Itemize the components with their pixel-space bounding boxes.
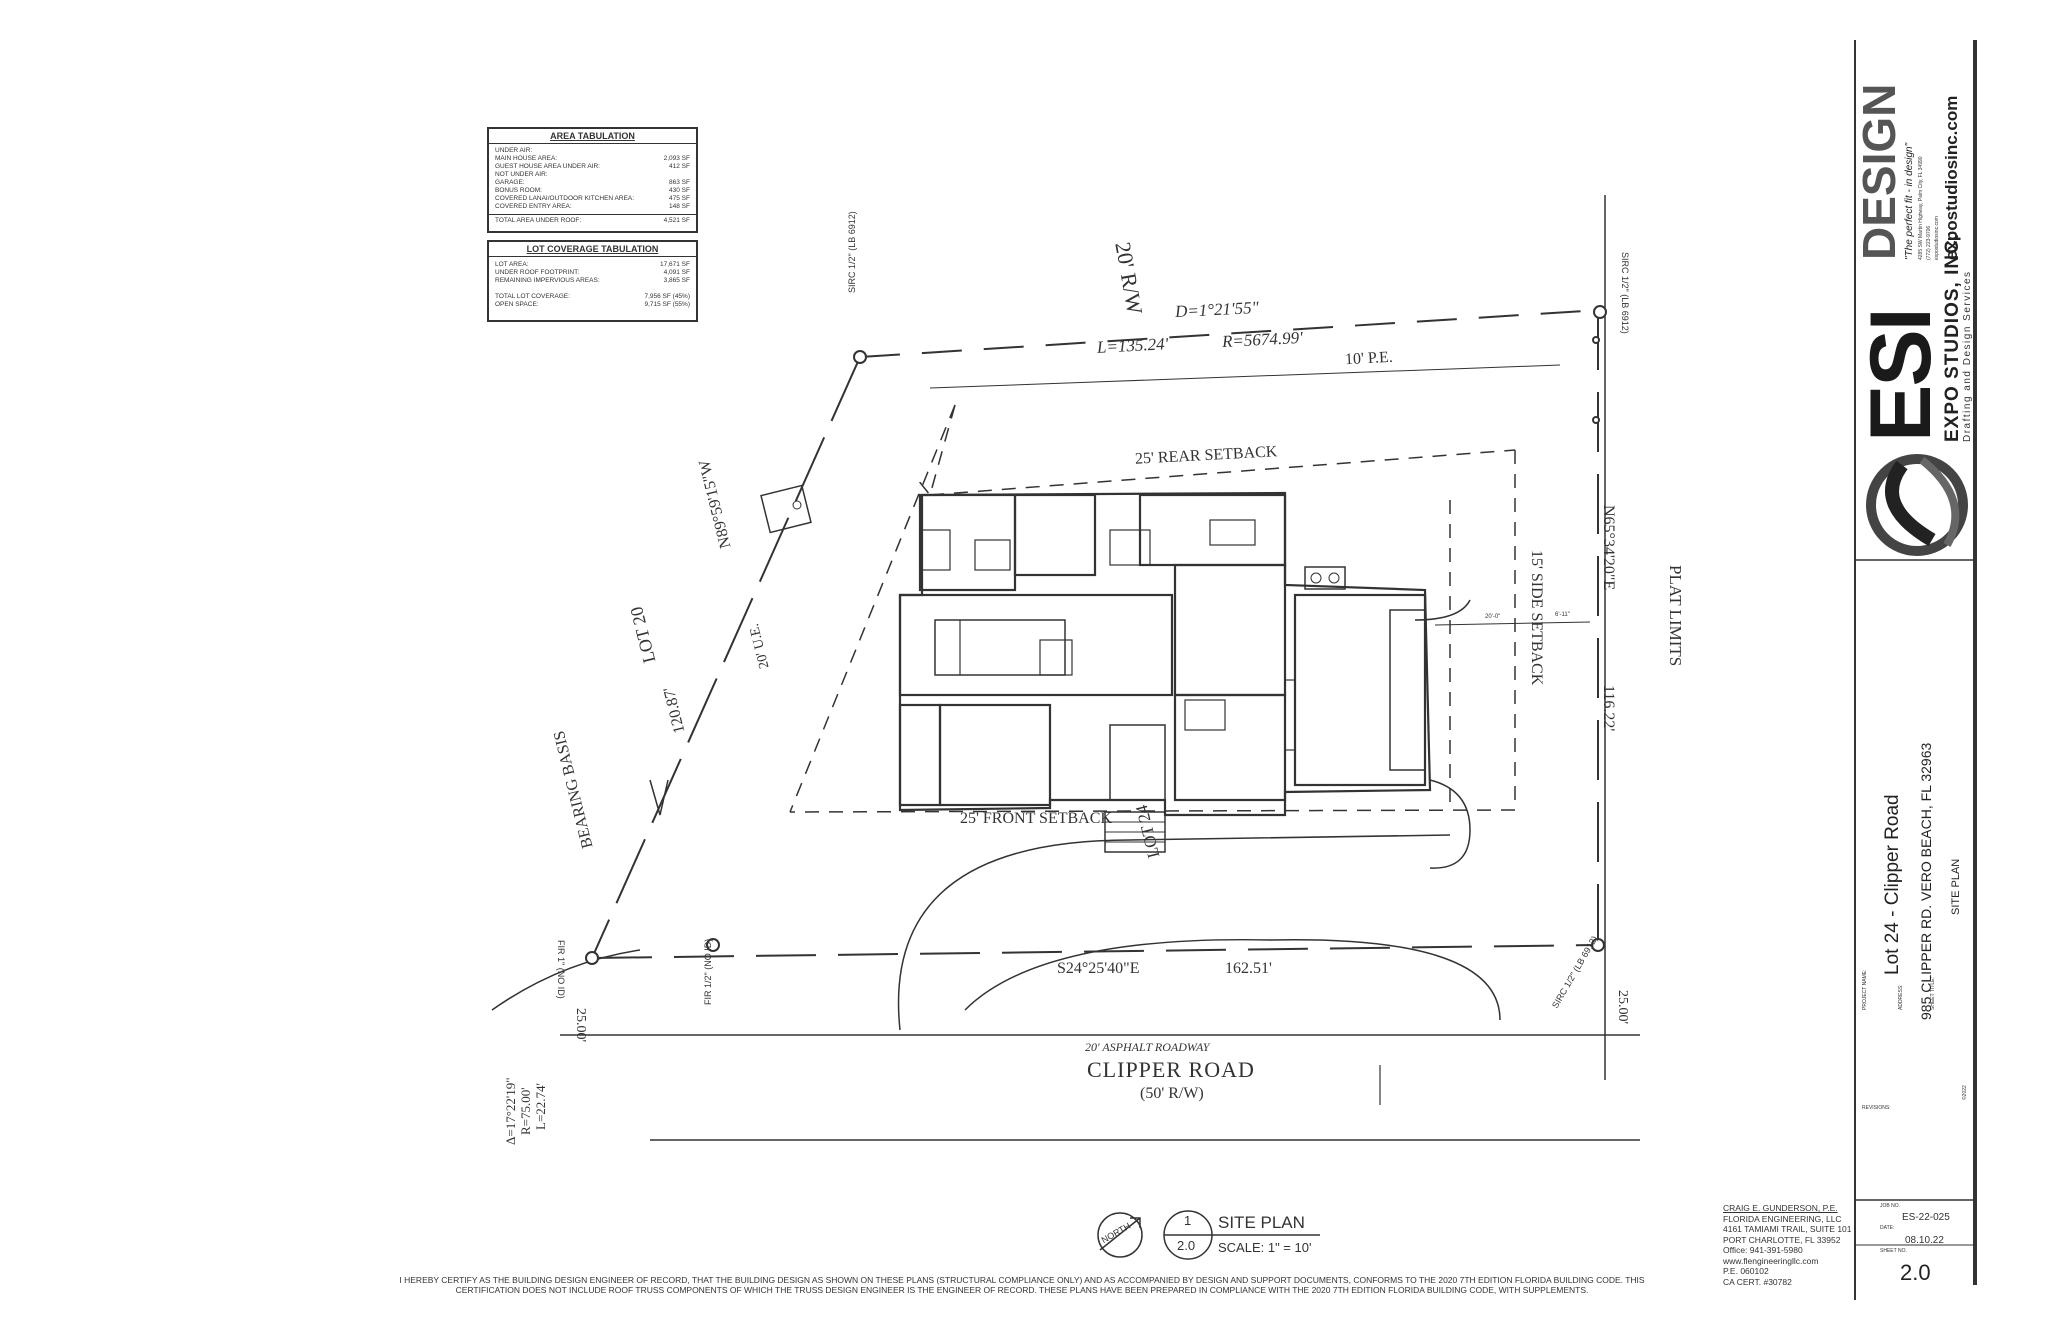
engineer-firm: FLORIDA ENGINEERING, LLC — [1723, 1213, 1842, 1224]
table-row-label: LOT AREA: — [495, 261, 529, 268]
pe-label: 10' P.E. — [1344, 348, 1394, 369]
job-label: JOB NO. — [1880, 1203, 1901, 1209]
drawing-number-bubble — [1163, 1210, 1320, 1260]
table-row-label: COVERED LANAI/OUTDOOR KITCHEN AREA: — [495, 195, 635, 202]
distance-right-label: 116.22' — [1600, 685, 1617, 732]
road-name-label: CLIPPER ROAD — [1087, 1057, 1255, 1082]
fir-mid-label: FIR 1/2" (NO ID) — [703, 938, 713, 1005]
table-row-label: BONUS ROOM: — [495, 187, 542, 194]
drawing-sheet-ref: 2.0 — [1177, 1238, 1196, 1253]
table-row-label: OPEN SPACE: — [495, 301, 539, 308]
drawing-scale: SCALE: 1" = 10' — [1218, 1240, 1312, 1255]
company-subtitle: Drafting and Design Services — [1962, 270, 1973, 442]
date-value: 08.10.22 — [1905, 1235, 1944, 1246]
table-row-label: UNDER ROOF FOOTPRINT: — [495, 269, 580, 276]
north-arrow-icon — [1097, 1212, 1143, 1258]
company-website: expostudiosinc.com — [1942, 95, 1961, 260]
drawing-title: SITE PLAN — [1218, 1213, 1305, 1232]
engineer-office: Office: 941-391-5980 — [1723, 1245, 1803, 1255]
engineer-address-1: 4161 TAMIAMI TRAIL, SUITE 101 — [1723, 1224, 1852, 1234]
table-row-value: 9,715 SF (55%) — [644, 301, 690, 308]
drawing-number: 1 — [1184, 1213, 1192, 1228]
garage-dimension-left: 20'-0" — [1485, 614, 1501, 620]
project-name-field-label: PROJECT NAME: — [1862, 969, 1868, 1010]
logo-esi: ESI — [1853, 309, 1949, 442]
area-tabulation-title: AREA TABULATION — [489, 129, 696, 144]
table-row-value: 17,671 SF — [660, 261, 690, 268]
title-block-frame — [1854, 40, 1977, 1300]
project-name: Lot 24 - Clipper Road — [1882, 794, 1903, 975]
engineer-pe: P.E. 060102 — [1723, 1266, 1769, 1276]
lot-coverage-table: LOT COVERAGE TABULATION LOT AREA: 17,671 … — [487, 240, 698, 322]
table-row-label: UNDER AIR: — [495, 147, 533, 154]
company-address: 4285 SW Martin Highway, Palm City, FL 34… — [1918, 156, 1924, 260]
plat-limits-label: PLAT LIMITS — [1666, 565, 1685, 667]
table-row-value: 475 SF — [669, 195, 690, 202]
property-boundary — [591, 309, 1601, 959]
table-row-value: 412 SF — [669, 163, 690, 170]
engineer-address-2: PORT CHARLOTTE, FL 33952 — [1723, 1234, 1841, 1245]
revisions-label: REVISIONS: — [1862, 1105, 1891, 1111]
engineer-name: CRAIG E. GUNDERSON, P.E. — [1723, 1203, 1838, 1213]
sheet-label: SHEET NO. — [1880, 1248, 1907, 1254]
engineer-web: www.flengineeringllc.com — [1723, 1255, 1819, 1266]
curve-left-length: L=22.74' — [533, 1083, 548, 1130]
bearing-bottom-label: S24°25'40"E — [1057, 960, 1140, 977]
setback-lines — [789, 404, 1516, 813]
copyright-label: ©2022 — [1962, 1085, 1968, 1100]
table-row-label: COVERED ENTRY AREA: — [495, 203, 572, 210]
garage-dimension-right: 6'-11" — [1555, 612, 1570, 618]
date-label: DATE: — [1880, 1225, 1895, 1231]
table-row-label: GARAGE: — [495, 179, 525, 186]
logo-design: DESIGN — [1853, 83, 1905, 260]
table-total-value: 4,521 SF — [663, 217, 690, 224]
company-phone: (772) 223-9706 — [1926, 225, 1932, 260]
sirc-top-right-label: SIRC 1/2" (LB 6912) — [1620, 252, 1630, 334]
company-tagline: "The perfect fit - in design" — [1904, 142, 1915, 260]
dimension-25-left: 25.00' — [573, 1008, 588, 1043]
area-tabulation-table: AREA TABULATION UNDER AIR: MAIN HOUSE AR… — [487, 127, 698, 233]
table-row-label: MAIN HOUSE AREA: — [495, 155, 558, 162]
bearing-right-label: N65°34'20"E — [1600, 505, 1617, 591]
fir-left-label: FIR 1" (NO ID) — [556, 940, 566, 999]
road-rw-label: (50' R/W) — [1140, 1085, 1204, 1102]
boundary-monuments — [585, 305, 1607, 965]
engineer-ca: CA CERT. #30782 — [1723, 1276, 1792, 1287]
table-row-value: 863 SF — [669, 179, 690, 186]
table-row-label: GUEST HOUSE AREA UNDER AIR: — [495, 163, 600, 170]
logo-swoosh-icon — [1866, 454, 1968, 556]
asphalt-roadway-label: 20' ASPHALT ROADWAY — [1085, 1040, 1210, 1054]
curve-length-label: L=135.24' — [1096, 334, 1169, 357]
sheet-title: SITE PLAN — [1950, 858, 1962, 915]
lot-coverage-title: LOT COVERAGE TABULATION — [489, 242, 696, 257]
curve-radius-label: R=5674.99' — [1221, 327, 1304, 352]
side-setback-label: 15' SIDE SETBACK — [1528, 550, 1545, 686]
table-row-label: REMAINING IMPERVIOUS AREAS: — [495, 277, 600, 284]
distance-bottom-label: 162.51' — [1225, 960, 1272, 977]
address-field-label: ADDRESS: — [1898, 984, 1904, 1010]
house-footprint — [898, 491, 1591, 853]
certification-text: I HEREBY CERTIFY AS THE BUILDING DESIGN … — [399, 1275, 1645, 1295]
curve-left-radius: R=75.00' — [518, 1087, 533, 1135]
table-total-label: TOTAL AREA UNDER ROOF: — [495, 217, 582, 224]
curve-left-delta: Δ=17°22'19" — [503, 1077, 518, 1145]
table-row-value: 430 SF — [669, 187, 690, 194]
engineer-block: CRAIG E. GUNDERSON, P.E. FLORIDA ENGINEE… — [1723, 1203, 1863, 1287]
table-row-value: 3,865 SF — [663, 277, 690, 284]
table-row-value: 4,091 SF — [663, 269, 690, 276]
table-row-value: 2,093 SF — [663, 155, 690, 162]
table-row-value: 148 SF — [669, 203, 690, 210]
dimension-25-right: 25.00' — [1615, 990, 1630, 1025]
company-name: EXPO STUDIOS, INC. — [1942, 232, 1963, 442]
front-setback-label: 25' FRONT SETBACK — [960, 810, 1112, 827]
job-number: ES-22-025 — [1902, 1212, 1950, 1223]
table-row-value: 7,956 SF (45%) — [644, 293, 690, 300]
sheet-number: 2.0 — [1900, 1260, 1931, 1285]
sheet-title-field-label: SHEET TITLE: — [1930, 977, 1936, 1010]
company-email: expostudiosinc.com — [1934, 216, 1940, 260]
table-row-label: NOT UNDER AIR: — [495, 171, 548, 178]
sirc-top-left-label: SIRC 1/2" (LB 6912) — [847, 211, 857, 293]
table-row-label: TOTAL LOT COVERAGE: — [495, 293, 570, 300]
